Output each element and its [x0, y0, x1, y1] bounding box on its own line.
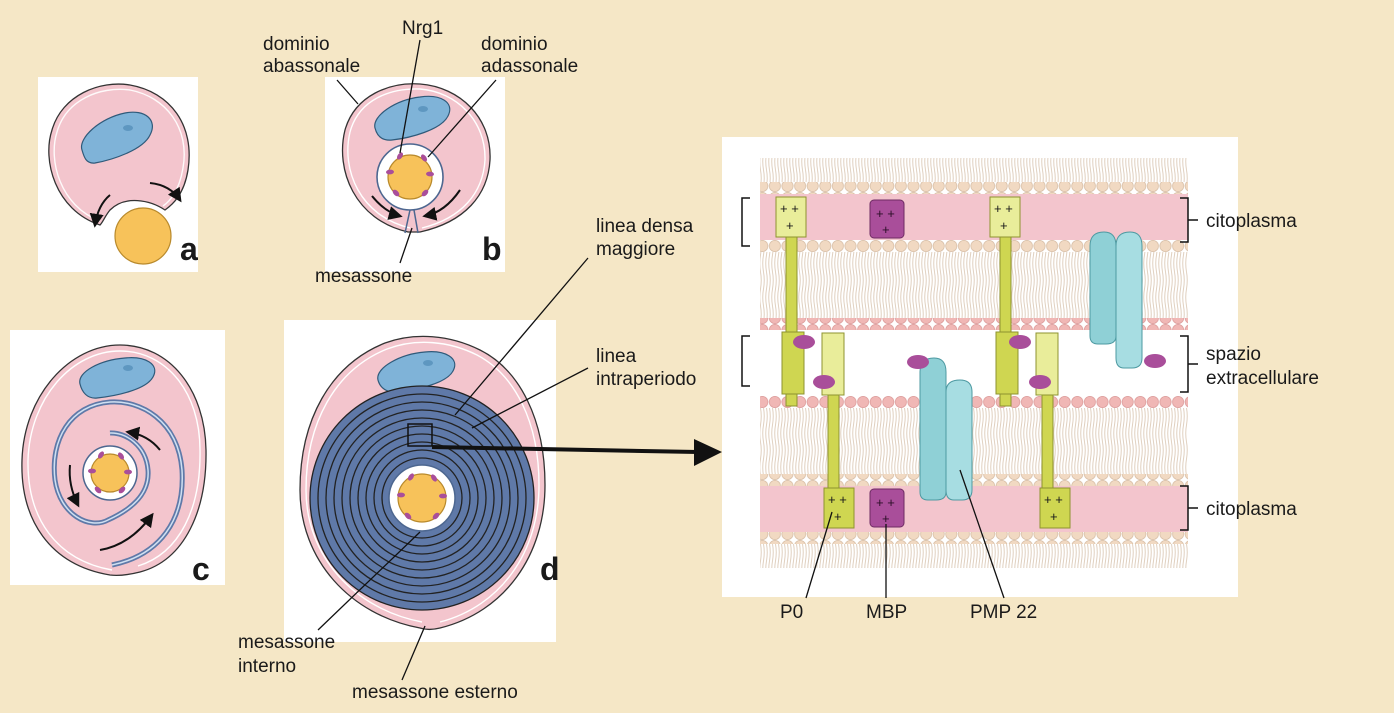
panel-c: c	[10, 330, 225, 587]
p0-protein-1: + + +	[775, 196, 815, 407]
nucleus-a	[81, 111, 153, 164]
nucleus-c	[79, 357, 156, 399]
p0-protein-2: + + +	[813, 332, 855, 529]
svg-text:+: +	[882, 222, 890, 237]
panel-b: b dominio abassonale Nrg1 dominio adasso…	[263, 18, 578, 287]
label-mesassone-interno-2: interno	[238, 656, 296, 677]
svg-text:+: +	[1000, 218, 1008, 233]
svg-text:+ +: + +	[876, 495, 895, 510]
zoom-box	[407, 423, 433, 447]
mesaxon-b-shape	[404, 209, 419, 234]
panel-c-letter: c	[192, 551, 210, 587]
label-mesassone-b: mesassone	[315, 266, 412, 287]
svg-text:+: +	[882, 511, 890, 526]
label-mesassone-esterno: mesassone esterno	[352, 682, 518, 703]
svg-text:+ +: + +	[780, 201, 799, 216]
nrg1-receptors-b	[386, 152, 434, 197]
label-linea-intraperiodo-1: linea	[596, 346, 637, 367]
label-citoplasma-bottom: citoplasma	[1206, 499, 1297, 520]
label-mesassone-interno-1: mesassone	[238, 632, 335, 653]
axon-c	[90, 453, 130, 493]
p0-protein-4: + + +	[1029, 332, 1071, 529]
membrane-detail: + + + + + + + + + + + +	[722, 137, 1319, 623]
nucleus-b	[374, 95, 451, 141]
nrg1-receptors-c	[88, 451, 132, 494]
nrg1-receptors-d	[397, 473, 447, 520]
label-nrg1: Nrg1	[402, 18, 443, 39]
label-dominio-adassonale-1: dominio	[481, 34, 548, 55]
label-linea-densa-1: linea densa	[596, 216, 694, 237]
label-dominio-abassonale-2: abassonale	[263, 56, 360, 77]
label-p0: P0	[780, 602, 803, 623]
pmp22-protein-2	[1089, 231, 1166, 369]
axon-b	[387, 154, 433, 200]
axon-d	[397, 473, 447, 523]
svg-text:+ +: + +	[828, 492, 847, 507]
label-linea-intraperiodo-2: intraperiodo	[596, 369, 696, 390]
label-extracellulare: extracellulare	[1206, 368, 1319, 389]
svg-text:+: +	[1050, 509, 1058, 524]
label-dominio-adassonale-2: adassonale	[481, 56, 578, 77]
label-mbp: MBP	[866, 602, 907, 623]
label-linea-densa-2: maggiore	[596, 239, 675, 260]
svg-text:+: +	[786, 218, 794, 233]
mbp-protein-1: + + +	[869, 199, 905, 239]
label-pmp22: PMP 22	[970, 602, 1037, 623]
cytoplasm-top-band	[760, 194, 1188, 240]
svg-text:+: +	[834, 509, 842, 524]
axon-a	[114, 207, 172, 265]
panel-b-letter: b	[482, 231, 502, 267]
label-spazio: spazio	[1206, 344, 1261, 365]
panel-d-letter: d	[540, 551, 560, 587]
svg-text:+ +: + +	[1044, 492, 1063, 507]
panel-a-letter: a	[180, 231, 198, 267]
label-dominio-abassonale-1: dominio	[263, 34, 330, 55]
p0-protein-3: + + +	[989, 196, 1031, 407]
panel-d: d mesassone interno mesassone esterno li…	[238, 216, 722, 703]
svg-text:+ +: + +	[994, 201, 1013, 216]
panel-a: a	[38, 77, 198, 272]
svg-text:+ +: + +	[876, 206, 895, 221]
pmp22-protein-1	[907, 355, 973, 501]
label-citoplasma-top: citoplasma	[1206, 211, 1297, 232]
zoom-arrowhead	[694, 439, 722, 466]
mbp-protein-2: + + +	[869, 488, 905, 528]
